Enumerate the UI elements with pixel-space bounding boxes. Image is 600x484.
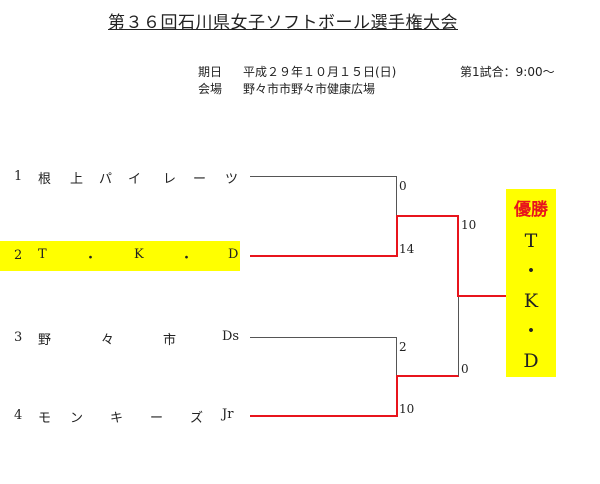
team-3-row: 3 野 々 市 Ds [0, 323, 240, 353]
champion-char: ・ [521, 320, 541, 342]
team-name-char: K [134, 247, 144, 262]
bracket-line-team4 [250, 415, 397, 417]
team-name-char: ー [150, 411, 164, 426]
team-name-char: 市 [163, 333, 177, 348]
team-name-char: Ds [222, 329, 240, 344]
team-name-char: T [38, 247, 47, 262]
bracket-line-team2 [250, 255, 397, 257]
bracket-line-semi2-upper [396, 337, 397, 377]
champion-box: 優勝 T ・ K ・ D [506, 189, 556, 377]
score-team3: 2 [399, 340, 407, 354]
first-game-time: 第1試合：9:00～ [460, 65, 555, 79]
venue-label: 会場 [198, 82, 223, 96]
team-2-row: 2 T ・ K ・ D [0, 241, 240, 271]
team-name-char: ン [70, 411, 84, 426]
bracket-line-final-upper [457, 215, 459, 297]
date-value: 平成２９年１０月１５日(日) [243, 65, 397, 79]
team-name-char: キ [110, 411, 124, 426]
page-title: 第３６回石川県女子ソフトボール選手権大会 [108, 13, 458, 33]
team-name-char: ズ [190, 411, 204, 426]
score-final-bottom: 0 [461, 362, 469, 376]
team-name-char: D [228, 247, 239, 262]
bracket-line-final-lower [458, 296, 459, 376]
team-name-char: レ [163, 172, 177, 187]
score-team2: 14 [399, 242, 415, 256]
team-name-char: モ [38, 411, 52, 426]
score-final-top: 10 [461, 218, 477, 232]
bracket-line-semi2-lower [396, 375, 398, 417]
team-name-char: ・ [84, 251, 98, 266]
team-4-row: 4 モ ン キ ー ズ Jr [0, 401, 240, 431]
team-name-char: Jr [222, 407, 234, 422]
team-name-char: 々 [101, 333, 115, 348]
seed-number: 1 [14, 169, 23, 184]
bracket-line-champion [457, 295, 507, 297]
score-team4: 10 [399, 402, 415, 416]
seed-number: 4 [14, 408, 23, 423]
bracket-line-semi2-winner [396, 375, 459, 377]
bracket-line-semi1-upper [396, 176, 397, 216]
team-name-char: ツ [225, 172, 239, 187]
seed-number: 3 [14, 330, 23, 345]
venue-value: 野々市市野々市健康広場 [243, 82, 376, 96]
bracket-line-semi1-lower [396, 215, 398, 257]
team-name-char: ・ [180, 251, 194, 266]
team-1-row: 1 根 上 パ イ レ ー ツ [0, 162, 240, 192]
champion-char: K [523, 290, 539, 312]
team-name-char: ー [193, 172, 207, 187]
champion-label: 優勝 [514, 200, 548, 220]
date-label: 期日 [198, 65, 223, 79]
seed-number: 2 [14, 248, 23, 263]
score-team1: 0 [399, 179, 407, 193]
champion-char: T [524, 230, 538, 252]
team-name-char: イ [128, 172, 142, 187]
bracket-line-team1 [250, 176, 397, 177]
team-name-char: 上 [70, 172, 84, 187]
champion-char: ・ [521, 260, 541, 282]
team-name-char: 根 [38, 172, 52, 187]
champion-char: D [523, 350, 539, 372]
team-name-char: 野 [38, 333, 52, 348]
team-name-char: パ [99, 172, 113, 187]
bracket-line-semi1-winner [396, 215, 459, 217]
bracket-line-team3 [250, 337, 397, 338]
